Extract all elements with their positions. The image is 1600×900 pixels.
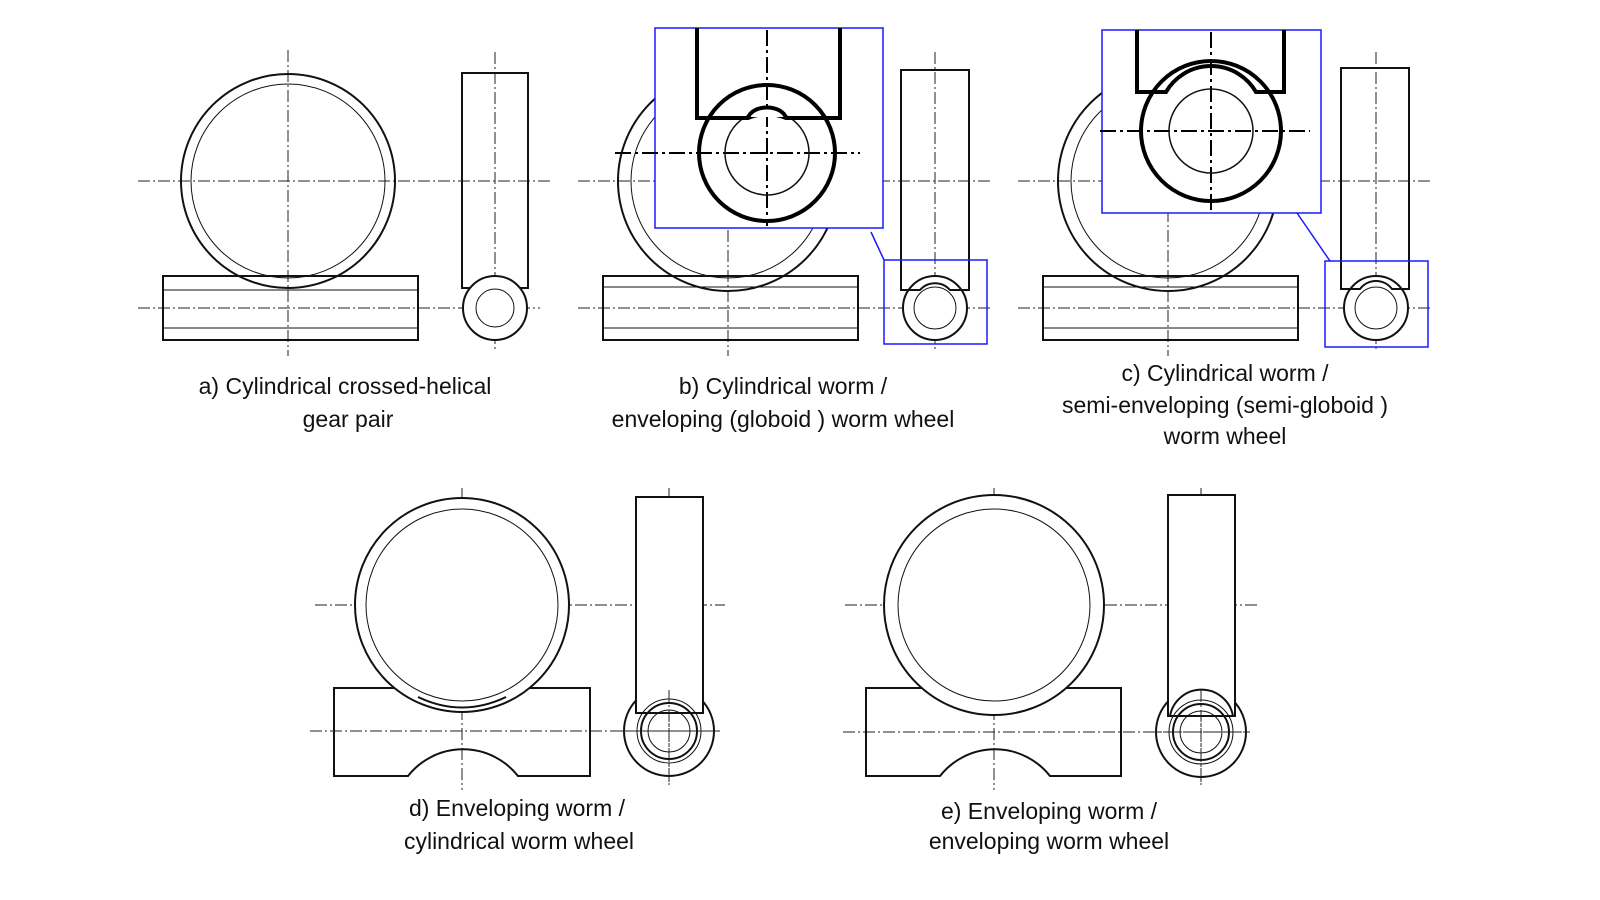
worm-end-view xyxy=(1343,275,1409,341)
panel-c: c) Cylindrical worm / semi-enveloping (s… xyxy=(1018,29,1432,449)
caption-line: d) Enveloping worm / xyxy=(409,795,626,821)
detail-inset xyxy=(654,27,884,229)
detail-marker-box xyxy=(1324,260,1429,348)
caption-line: enveloping worm wheel xyxy=(929,828,1169,854)
inset-worm-outer xyxy=(697,83,837,223)
worm-body xyxy=(1042,275,1299,341)
caption-line: c) Cylindrical worm / xyxy=(1121,360,1329,386)
worm-end-view xyxy=(462,275,528,341)
worm-body xyxy=(162,275,419,341)
wheel-outer-circle xyxy=(180,73,396,289)
wheel-pitch-circle xyxy=(190,83,386,279)
inset-worm-outer xyxy=(1139,59,1283,203)
worm-body xyxy=(602,275,859,341)
caption-line: gear pair xyxy=(303,406,394,432)
enveloping-worm-body xyxy=(333,687,591,777)
caption-line: worm wheel xyxy=(1163,423,1287,449)
wheel-side-view xyxy=(1167,494,1236,717)
panel-e: e) Enveloping worm / enveloping worm whe… xyxy=(843,488,1258,854)
enveloping-worm-body xyxy=(865,687,1122,777)
wheel-outer-circle xyxy=(883,494,1105,716)
caption-line: semi-enveloping (semi-globoid ) xyxy=(1062,392,1388,418)
wheel-side-view xyxy=(1340,67,1410,290)
caption-line: a) Cylindrical crossed-helical xyxy=(199,373,492,399)
caption-line: cylindrical worm wheel xyxy=(404,828,634,854)
worm-end-view xyxy=(902,275,968,341)
caption-line: b) Cylindrical worm / xyxy=(679,373,888,399)
detail-marker-box xyxy=(883,259,988,345)
caption-line: e) Enveloping worm / xyxy=(941,798,1158,824)
wheel-outer-circle xyxy=(354,497,570,713)
panel-a: a) Cylindrical crossed-helical gear pair xyxy=(138,50,550,432)
wheel-side-view xyxy=(635,496,704,714)
panel-d: d) Enveloping worm / cylindrical worm wh… xyxy=(310,488,725,854)
caption-line: enveloping (globoid ) worm wheel xyxy=(612,406,955,432)
panel-b: b) Cylindrical worm / enveloping (globoi… xyxy=(578,27,990,432)
